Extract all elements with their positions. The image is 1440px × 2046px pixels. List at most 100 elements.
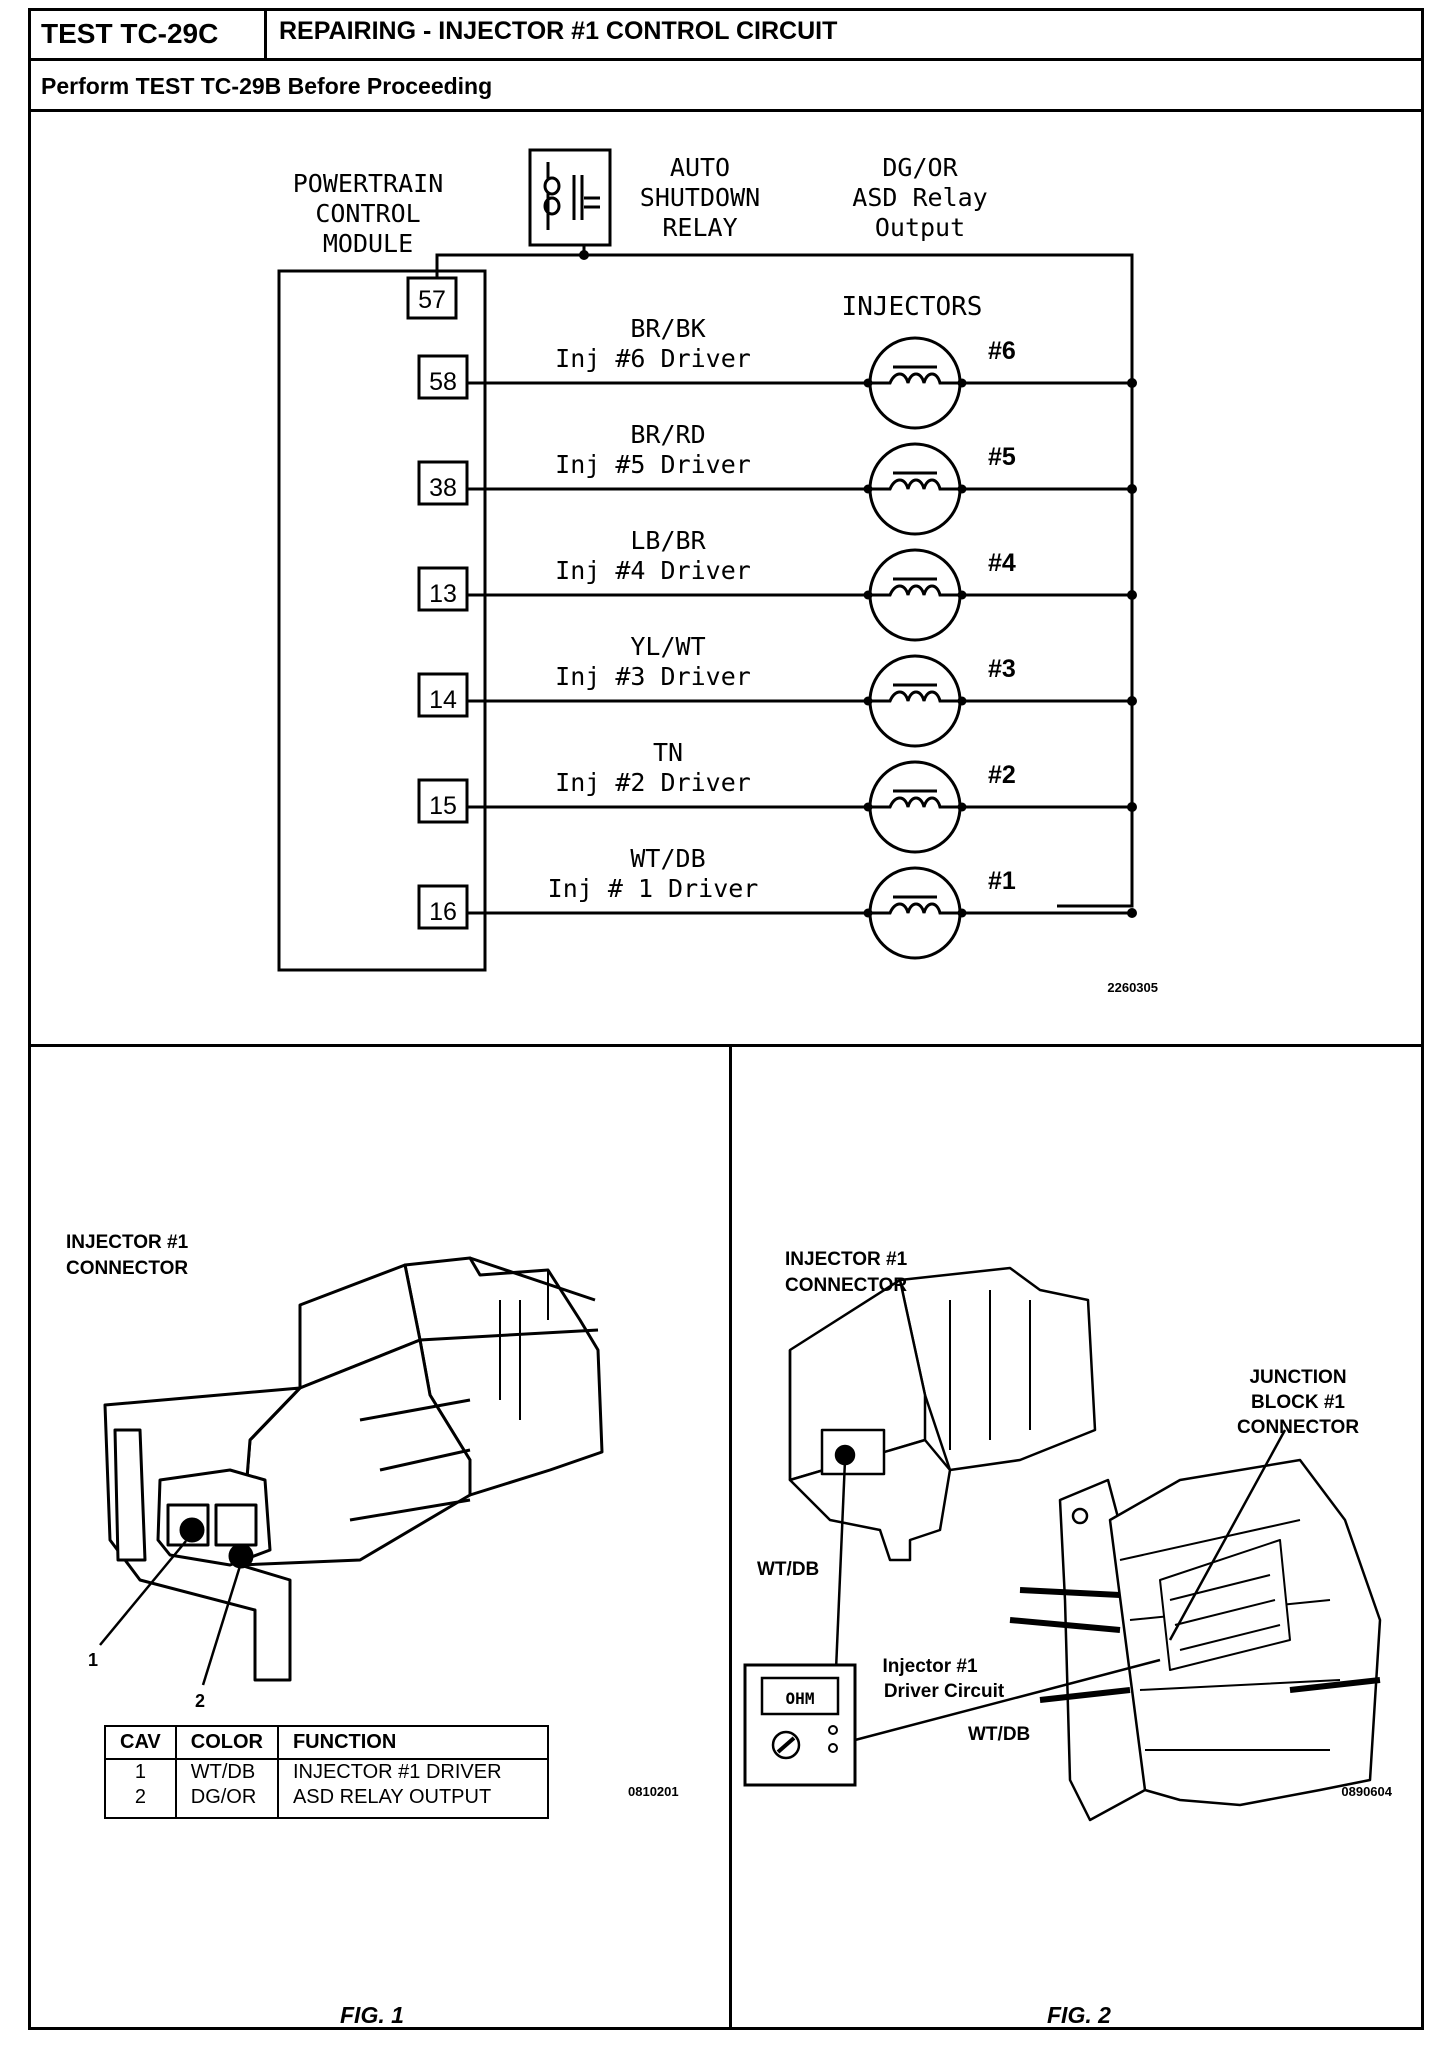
wire-color-label: YL/WT [630,632,705,661]
table-cell: DG/OR [174,1785,279,1819]
junction-block-drawing [1009,1458,1382,1822]
svg-text:CONNECTOR: CONNECTOR [66,1258,188,1279]
pcm-label: POWERTRAIN CONTROL MODULE [293,169,444,258]
wire-label-wtdb-2: WT/DB [968,1724,1030,1745]
divider [31,1044,1424,1047]
table-cell: WT/DB [174,1759,279,1785]
svg-text:Driver Circuit: Driver Circuit [884,1681,1005,1702]
junction-dot [1127,484,1137,494]
svg-text:RELAY: RELAY [662,213,737,242]
fig2-caption: FIG. 2 [1047,2002,1111,2028]
pcm-module-box [277,269,487,972]
terminal-dot [863,590,873,600]
terminal-dot [863,908,873,918]
pin-box [417,566,469,612]
injector-connector-drawing [103,1256,604,1682]
terminal-dot [863,802,873,812]
wire-color-label: TN [653,738,683,767]
coil-icon [868,895,962,915]
table-cell: 2 [104,1785,177,1819]
table-header: COLOR [174,1725,279,1760]
junction-dot [1127,908,1137,918]
svg-text:CONTROL: CONTROL [315,199,420,228]
svg-text:CONNECTOR: CONNECTOR [785,1275,907,1296]
pin-57: 57 [406,276,458,320]
meter-display: OHM [786,1689,815,1708]
wire-label-wtdb: WT/DB [757,1559,819,1580]
svg-text:POWERTRAIN: POWERTRAIN [293,169,444,198]
svg-text:Output: Output [875,213,965,242]
fig2-code: 0890604 [1341,1784,1392,1799]
coil-icon [868,577,962,597]
relay-symbol [528,148,612,247]
table-row: 2 DG/OR ASD RELAY OUTPUT [104,1785,549,1819]
table-cell: ASD RELAY OUTPUT [276,1785,549,1819]
junction-dot [1127,590,1137,600]
driver-label: Inj #6 Driver [555,344,751,373]
terminal-dot [957,378,967,388]
driver-label: Inj #4 Driver [555,556,751,585]
terminal-dot [863,378,873,388]
coil-icon [868,789,962,809]
svg-text:INJECTOR #1: INJECTOR #1 [66,1232,189,1253]
injector-number: #3 [988,655,1016,683]
injector-number: #6 [988,337,1016,365]
divider [267,58,1424,61]
fig1-caption: FIG. 1 [340,2002,404,2028]
callout-2: 2 [195,1691,205,1711]
asd-output-label: DG/OR ASD Relay Output [852,153,987,242]
junction-block-label: JUNCTION BLOCK #1 CONNECTOR [1237,1367,1359,1438]
relay-label: AUTO SHUTDOWN RELAY [640,153,760,242]
table-cell: 1 [104,1759,177,1785]
table-row: 1 WT/DB INJECTOR #1 DRIVER [104,1759,549,1785]
pin-number: 15 [429,792,457,820]
driver-circuit-label: Injector #1 Driver Circuit [882,1656,1004,1702]
terminal-dot [957,484,967,494]
terminal-dot [957,590,967,600]
svg-text:SHUTDOWN: SHUTDOWN [640,183,760,212]
pin-box [417,354,469,400]
fig1-code: 0810201 [628,1784,679,1799]
page-subtitle: Perform TEST TC-29B Before Proceeding [41,73,493,99]
pin-box [417,672,469,718]
coil-icon [868,471,962,491]
svg-text:DG/OR: DG/OR [882,153,958,182]
injector-number: #1 [988,867,1016,895]
junction-dot [579,250,589,260]
page-title: REPAIRING - INJECTOR #1 CONTROL CIRCUIT [279,17,838,45]
svg-text:AUTO: AUTO [670,153,730,182]
coil-icon [868,683,962,703]
wire-color-label: LB/BR [630,526,706,555]
pin-number: 16 [429,898,457,926]
terminal-dot [863,696,873,706]
injector-number: #5 [988,443,1016,471]
fig2-connector-label: INJECTOR #1 CONNECTOR [785,1249,908,1296]
fig1-connector-label: INJECTOR #1 CONNECTOR [66,1232,189,1279]
junction-dot [1127,802,1137,812]
svg-text:ASD Relay: ASD Relay [852,183,987,212]
fig2-connector-drawing [788,1266,1097,1562]
injector-number: #4 [988,549,1016,577]
junction-dot [1127,696,1137,706]
terminal-dot [863,484,873,494]
cavity-table: CAV COLOR FUNCTION 1 WT/DB INJECTOR #1 D… [104,1725,549,1819]
injector-number: #2 [988,761,1016,789]
pin-box [417,778,469,824]
wire-color-label: BR/RD [630,420,705,449]
wire-color-label: BR/BK [630,314,705,343]
svg-text:INJECTOR #1: INJECTOR #1 [785,1249,908,1270]
pin-number: 38 [429,474,457,502]
svg-text:BLOCK #1: BLOCK #1 [1251,1392,1345,1413]
driver-label: Inj #5 Driver [555,450,751,479]
table-header: FUNCTION [276,1725,549,1760]
terminal-dot [957,802,967,812]
pin-number: 58 [429,368,457,396]
